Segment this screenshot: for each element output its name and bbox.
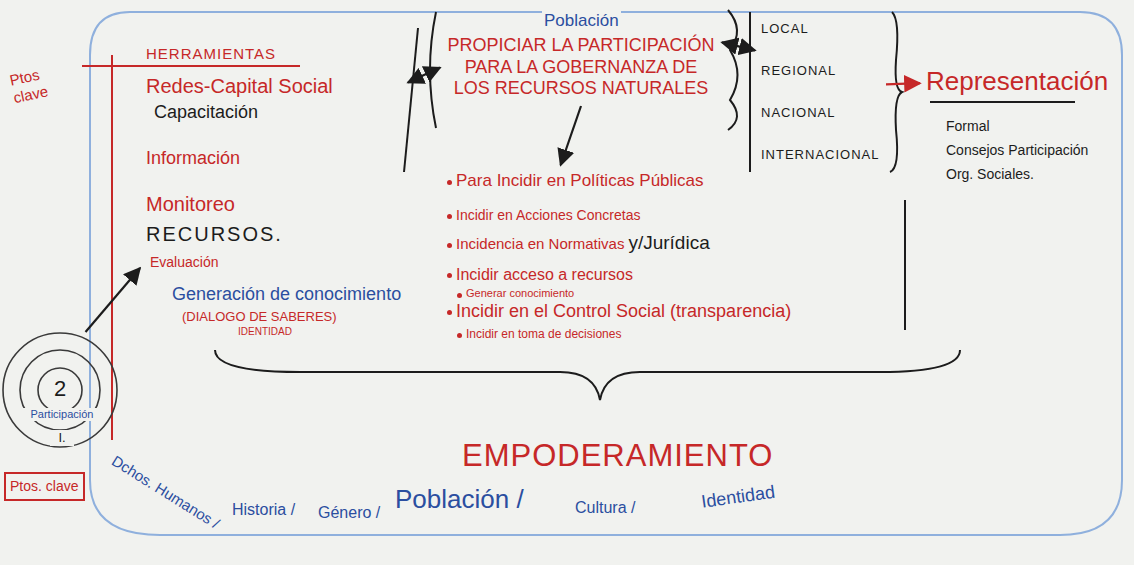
- bullet-dot: [447, 273, 452, 278]
- heading-label: EMPODERAMIENTO: [462, 438, 773, 474]
- connector-arrow: [886, 83, 920, 84]
- level-text: NACIONAL: [761, 105, 835, 121]
- item-text: Consejos Participación: [946, 142, 1088, 159]
- connector-arrow: [86, 268, 140, 332]
- item-text: IDENTIDAD: [238, 326, 292, 338]
- level-text: INTERNACIONAL: [761, 147, 879, 163]
- theme-label: Dchos. Humanos /: [108, 452, 222, 533]
- red-divider: [82, 65, 300, 67]
- list-item: Incidencia en Normativas: [456, 235, 624, 253]
- representation-group: RepresentaciónFormalConsejos Participaci…: [920, 60, 1115, 189]
- item-text: RECURSOS.: [146, 222, 283, 246]
- list-item: y/Jurídica: [628, 232, 709, 255]
- curly-brace: [215, 350, 960, 400]
- ring-text: Participación: [20, 408, 104, 421]
- item-text: Información: [146, 148, 240, 170]
- level-group: LOCAL REGIONAL NACIONAL INTERNACIONAL: [755, 15, 886, 169]
- bracket-line: [890, 12, 902, 172]
- heading-text: HERRAMIENTAS: [146, 46, 276, 63]
- list-item: Para Incidir en Políticas Públicas: [456, 171, 704, 191]
- item-text: Monitoreo: [146, 192, 235, 216]
- heading-text: Representación: [926, 66, 1108, 97]
- bullet-dot: [447, 214, 452, 219]
- bullet-dot: [457, 293, 462, 298]
- bracket-line: [749, 12, 751, 172]
- note-label: Ptos clave: [8, 61, 66, 107]
- bullet-dot: [457, 333, 462, 338]
- item-text: Capacitación: [154, 102, 258, 124]
- heading-text: Población: [542, 11, 621, 31]
- list-item: Incidir acceso a recursos: [456, 265, 633, 284]
- theme-label: Historia /: [232, 500, 295, 519]
- connector-arrow: [561, 106, 581, 165]
- list-item: Generar conocimiento: [466, 287, 574, 300]
- connector-arrow: [408, 68, 440, 83]
- goal-text: PROPICIAR LA PARTICIPACIÓN PARA LA GOBER…: [446, 35, 716, 100]
- theme-label: Género /: [318, 503, 380, 522]
- list-item: Incidir en el Control Social (transparen…: [456, 301, 791, 323]
- red-divider: [111, 55, 113, 440]
- ring-circle: [3, 333, 117, 447]
- bracket-line: [404, 28, 418, 172]
- ring-text: I.: [50, 430, 74, 446]
- theme-label: Identidad: [700, 482, 776, 514]
- underline: [930, 101, 1075, 103]
- item-text: Redes-Capital Social: [146, 74, 333, 98]
- level-text: LOCAL: [761, 21, 809, 37]
- circle-number: 2: [40, 376, 80, 402]
- bullet-dot: [447, 310, 452, 315]
- tools-group: HERRAMIENTAS Redes-Capital SocialCapacita…: [140, 40, 408, 344]
- bracket-line: [728, 10, 738, 130]
- bullet-dot: [447, 243, 452, 248]
- level-text: REGIONAL: [761, 63, 836, 79]
- theme-label: Población /: [395, 484, 524, 515]
- item-text: Evaluación: [150, 254, 219, 271]
- item-text: Org. Sociales.: [946, 166, 1034, 183]
- list-item: Incidir en toma de decisiones: [466, 327, 621, 341]
- action-list: Para Incidir en Políticas PúblicasIncidi…: [440, 165, 798, 348]
- theme-label: Cultura /: [575, 498, 635, 517]
- goal-group: PoblaciónPROPICIAR LA PARTICIPACIÓN PARA…: [440, 5, 722, 106]
- circle-group: 2ParticipaciónI.: [2, 332, 118, 448]
- item-text: Generación de conocimiento: [172, 284, 401, 306]
- ring-circle: [38, 368, 82, 412]
- list-item: Incidir en Acciones Concretas: [456, 207, 640, 224]
- item-text: (DIALOGO DE SABERES): [182, 309, 337, 325]
- bullet-dot: [447, 180, 452, 185]
- connector-arrow: [722, 42, 755, 50]
- item-text: Formal: [946, 118, 990, 135]
- key-box: Ptos. clave: [4, 472, 85, 501]
- bracket-line: [904, 200, 906, 330]
- outer-loop: [90, 12, 1122, 535]
- box-text: Ptos. clave: [10, 478, 78, 495]
